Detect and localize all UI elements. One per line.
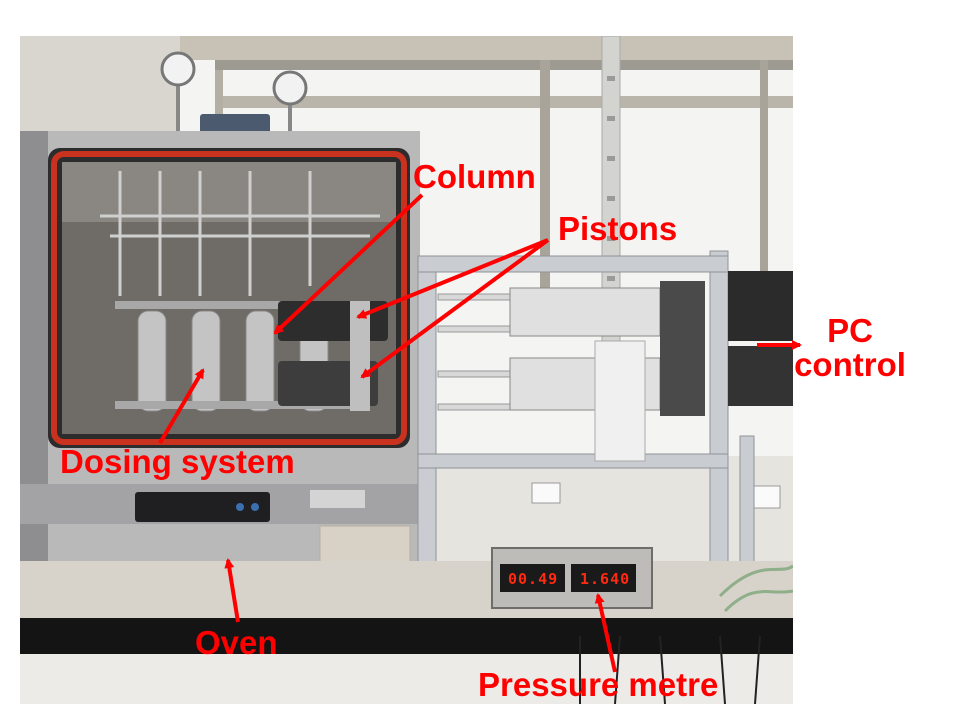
label-pc-control: PC control <box>785 314 915 382</box>
lab-photo: 00.49 1.640 <box>20 36 793 704</box>
meter-reading-left: 00.49 <box>508 570 559 588</box>
window-mullion <box>540 60 550 290</box>
label-pressure-metre: Pressure metre <box>478 666 719 703</box>
bench-edge <box>20 618 793 654</box>
oven-display <box>135 492 270 522</box>
motor-mount <box>660 281 705 416</box>
meter-display-right <box>571 564 636 592</box>
motor-lower <box>728 346 793 406</box>
window-top-frame <box>180 36 793 60</box>
motor-upper <box>728 271 793 341</box>
gauge <box>272 70 308 106</box>
meter-reading-right: 1.640 <box>580 570 631 588</box>
label-pc-line1: PC <box>827 312 873 349</box>
label-oven: Oven <box>195 624 278 661</box>
label-dosing-system: Dosing system <box>60 443 295 480</box>
wall-socket <box>531 482 561 504</box>
bench-top <box>20 561 793 621</box>
piston-actuator-upper <box>509 287 661 337</box>
label-pistons: Pistons <box>558 210 678 247</box>
meter-display-left <box>500 564 565 592</box>
window-transom <box>215 96 793 108</box>
label-pc-line2: control <box>794 346 906 383</box>
apparatus-illustration <box>20 36 793 704</box>
gauge <box>160 51 196 87</box>
column <box>278 301 388 341</box>
label-column: Column <box>413 158 536 195</box>
